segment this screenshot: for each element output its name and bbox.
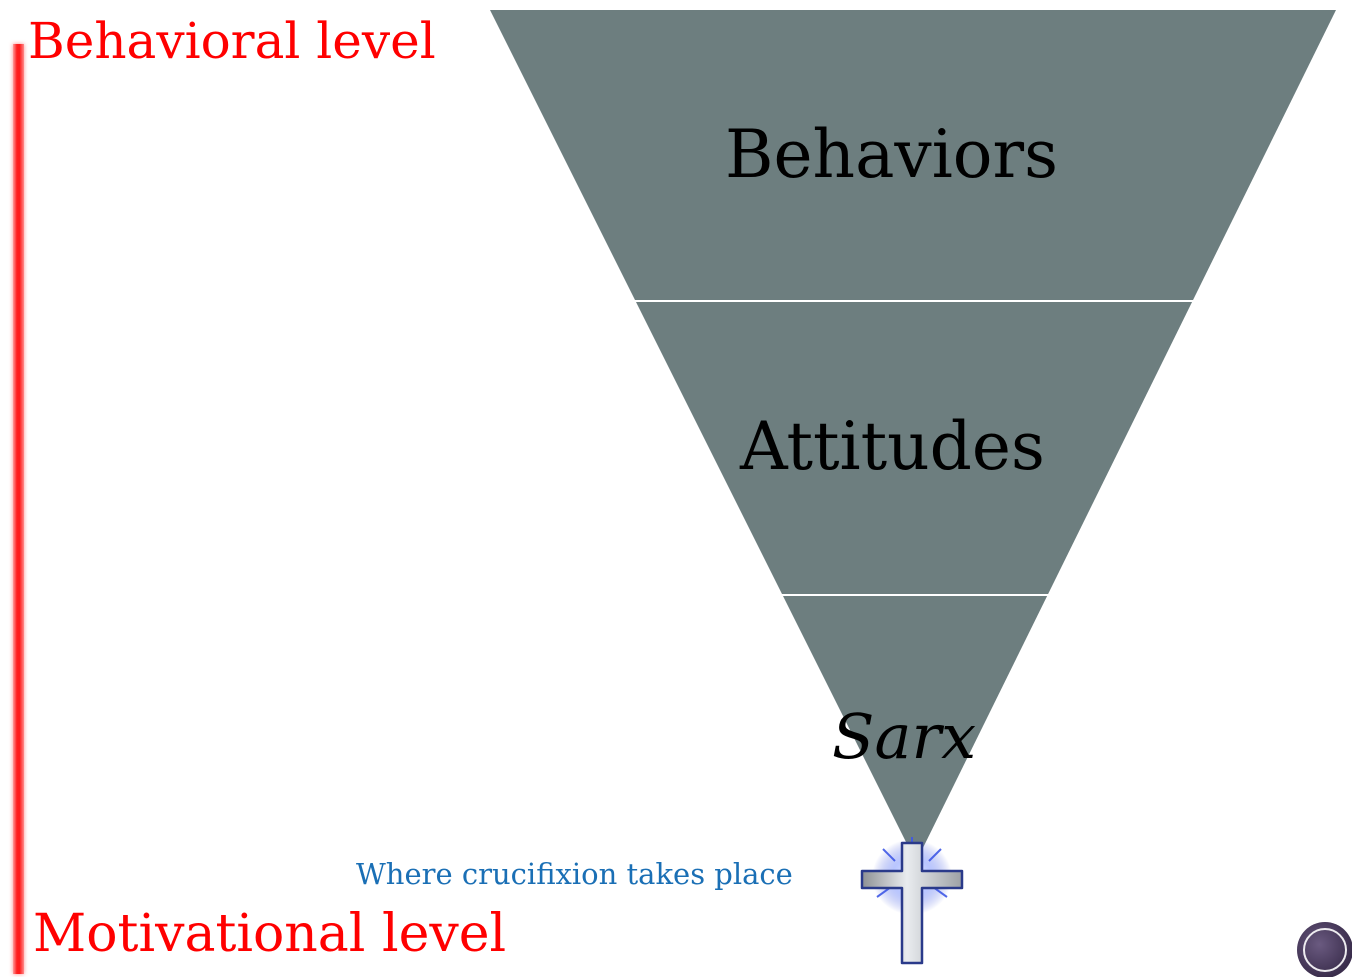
tier-label-sarx: Sarx — [832, 700, 977, 773]
tier-label-attitudes: Attitudes — [740, 408, 1045, 485]
behavioral-level-label: Behavioral level — [28, 12, 436, 70]
level-axis-bar — [13, 44, 24, 974]
funnel-shape — [490, 10, 1336, 862]
circle-logo-icon — [1297, 922, 1352, 977]
crucifixion-caption: Where crucifixion takes place — [356, 857, 793, 891]
tier-label-behaviors: Behaviors — [725, 116, 1058, 193]
cross-icon — [860, 837, 964, 965]
motivational-level-label: Motivational level — [33, 904, 507, 964]
